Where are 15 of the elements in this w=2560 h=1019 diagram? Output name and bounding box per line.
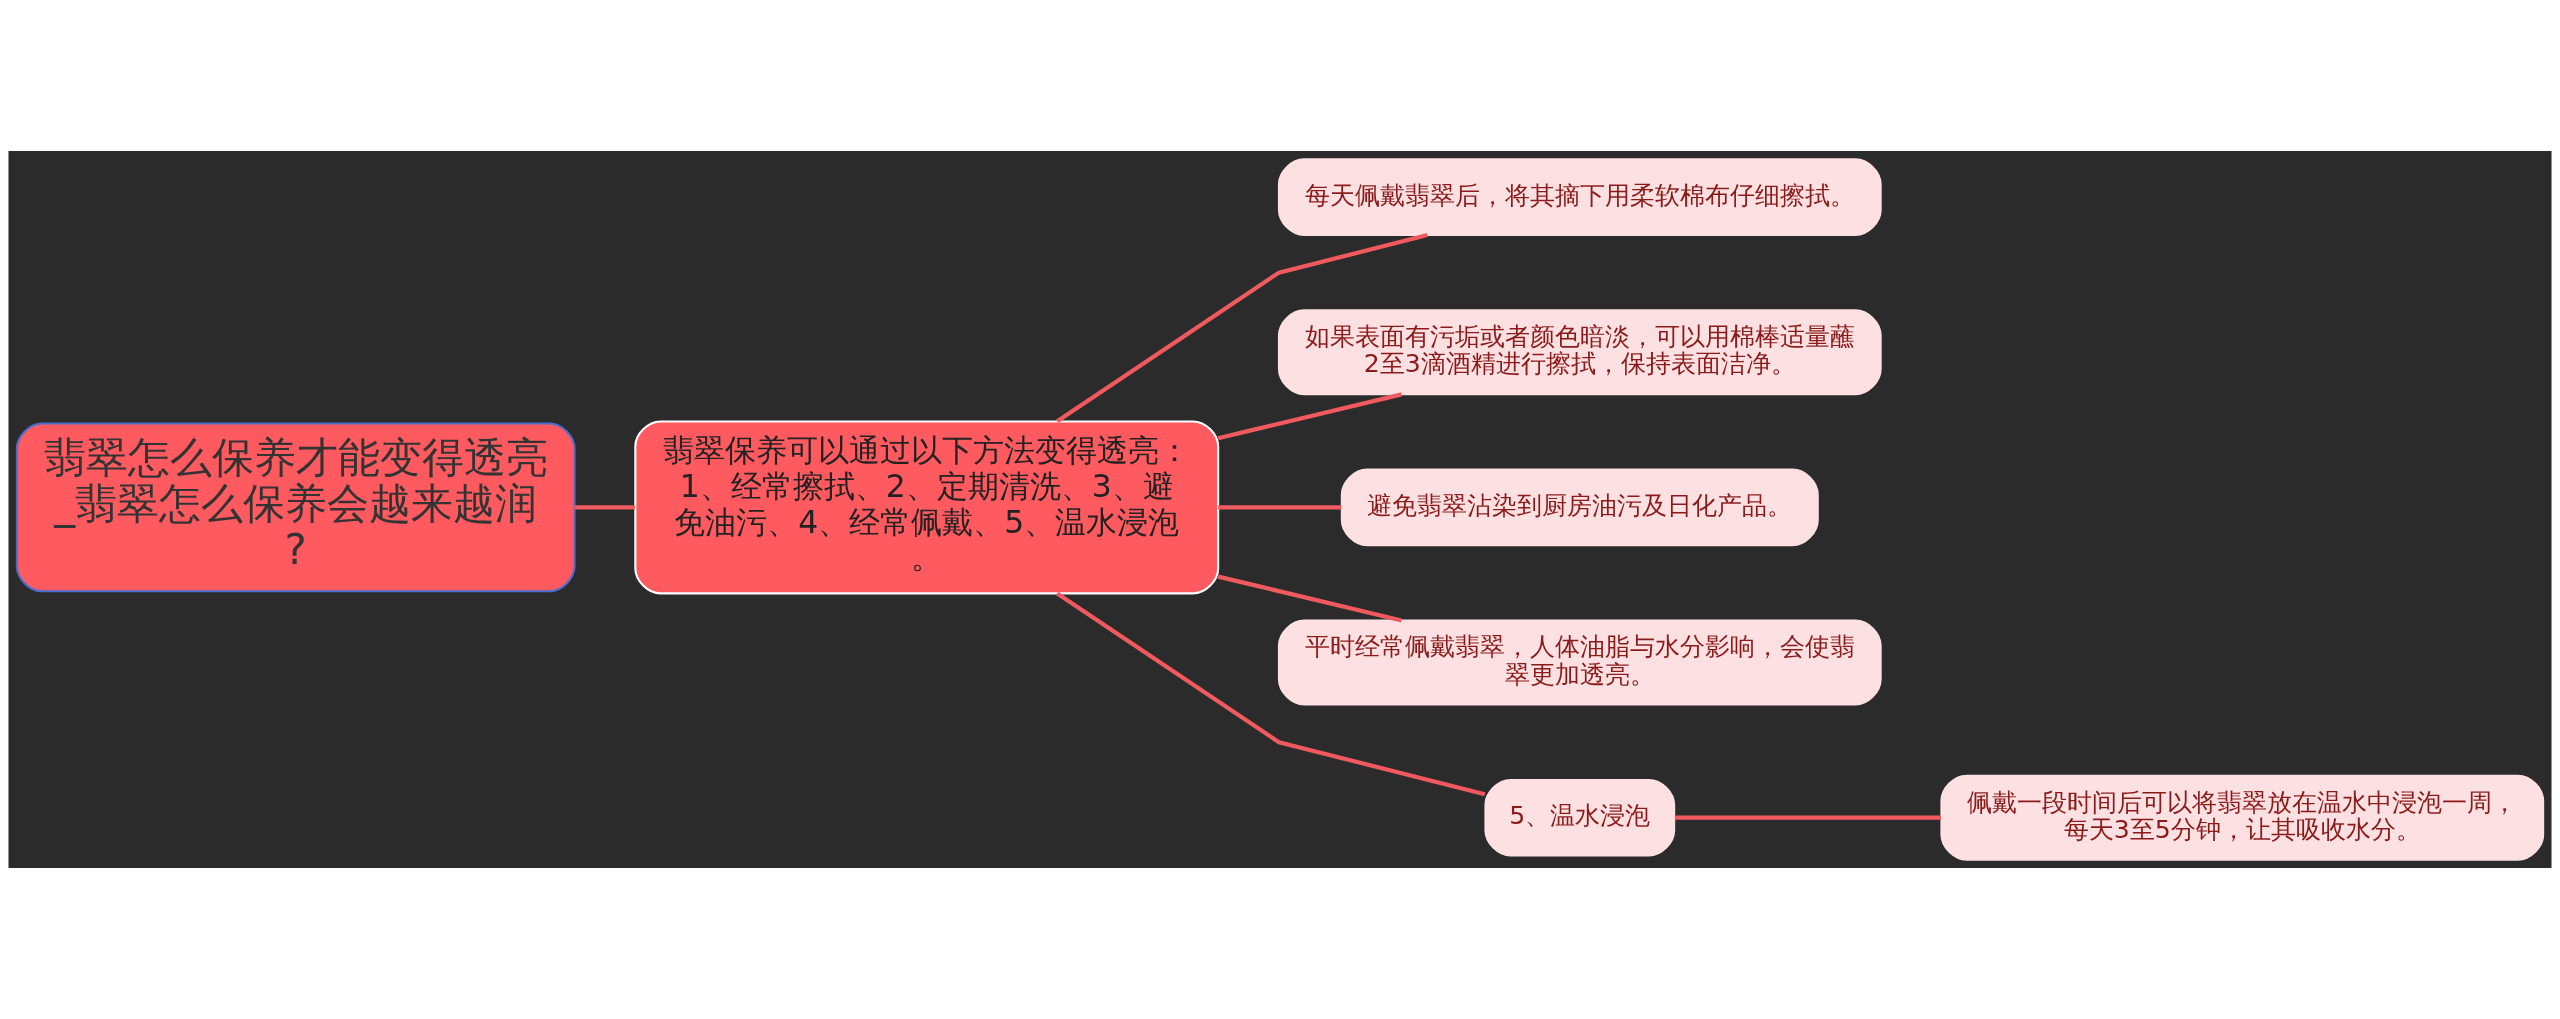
node-box: 5、温水浸泡 (1484, 778, 1676, 857)
connector (1056, 233, 1428, 424)
connector (574, 505, 635, 510)
connector (1056, 591, 1486, 797)
connector (1674, 815, 1941, 820)
node-box: 平时经常佩戴翡翠，人体油脂与水分影响，会使翡翠更加透亮。 (1277, 619, 1882, 706)
connector (1218, 505, 1342, 510)
connector (1217, 574, 1403, 623)
node-box: 翡翠保养可以通过以下方法变得透亮：1、经常擦拭、2、定期清洗、3、避免油污、4、经常佩戴、5、温水浸泡。 (634, 420, 1220, 595)
node-box: 翡翠怎么保养才能变得透亮_翡翠怎么保养会越来越润? (15, 422, 576, 593)
node-box: 每天佩戴翡翠后，将其摘下用柔软棉布仔细擦拭。 (1277, 158, 1882, 236)
node-box: 佩戴一段时间后可以将翡翠放在温水中浸泡一周，每天3至5分钟，让其吸收水分。 (1940, 774, 2545, 861)
connector (1217, 392, 1403, 441)
node-box: 如果表面有污垢或者颜色暗淡，可以用棉棒适量蘸2至3滴酒精进行擦拭，保持表面洁净。 (1277, 309, 1882, 396)
node-box: 避免翡翠沾染到厨房油污及日化产品。 (1340, 468, 1819, 547)
